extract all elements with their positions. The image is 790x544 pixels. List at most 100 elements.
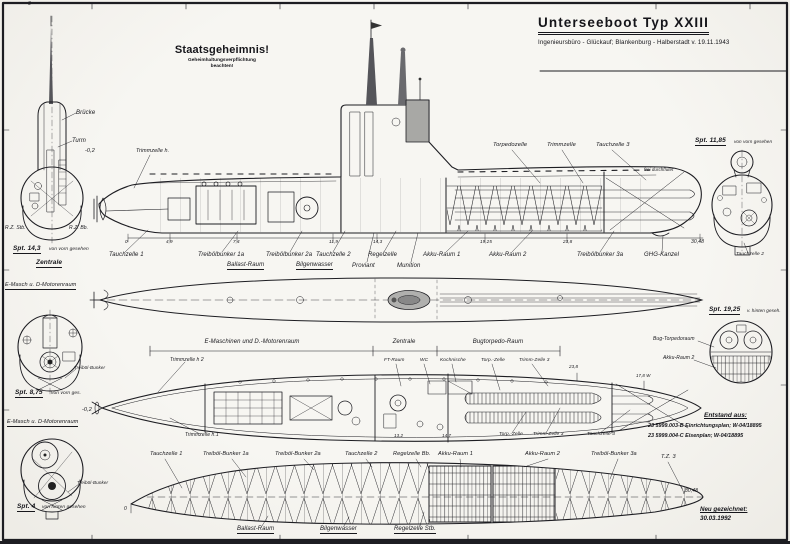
spt-11-85-caption: Spt. 11,85 (695, 137, 726, 147)
bugtorpedo-span-label: Bugtorpedo-Raum (472, 339, 524, 345)
kochnische-label: Kochnische (440, 358, 466, 363)
tauchzelle-3-label-profile: Tauchzelle 3 (596, 142, 630, 148)
provenance-heading: Entstand aus: (704, 412, 747, 419)
tauchzelle-1-label-profile: Tauchzelle 1 (109, 252, 144, 258)
akku-raum-2-label-tank: Akku-Raum 2 (525, 451, 560, 457)
dim-30-48-profile: 30,48 (691, 239, 705, 245)
drawing-subtitle: Ingenieursbüro - Glückauf; Blankenburg -… (538, 38, 730, 46)
diesel-engine (195, 185, 257, 225)
secrecy-line3: beachten! (210, 64, 234, 69)
spt-4-caption: Spt. 4 (17, 503, 36, 513)
torp-zelle-label-top: Torp.-Zelle (481, 358, 505, 363)
emasch-caption-2: E-Masch u. D-Motorenraum (7, 419, 79, 428)
dim-0-tank: 0 (124, 506, 127, 512)
station-19-25: 19,25 (480, 239, 492, 244)
regelzelle-label-profile: Regelzelle (368, 252, 398, 258)
battery-truss (447, 186, 602, 231)
trimmzelle-h-label: Trimmzelle h. (136, 148, 170, 154)
drawing-title: Unterseeboot Typ XXIII (538, 15, 709, 33)
revision-heading: Neu gezeichnet: (700, 506, 748, 513)
torpedo-tubes-profile (454, 189, 691, 221)
pressure-hull-section-c (20, 438, 84, 502)
side-elevation-view (93, 19, 704, 243)
tauchzelle-2-label-profile: Tauchzelle 2 (316, 252, 351, 258)
dim-14-7: 14,7 (442, 433, 452, 438)
snorkel-mast (398, 52, 407, 105)
cross-section-spt-11-85 (711, 149, 773, 256)
ghg-kanzel-label: GHG-Kanzel (644, 252, 680, 258)
treiboelbunker-2a-label-profile: Treibölbunker 2a (266, 252, 313, 258)
torpedo-2 (464, 411, 602, 424)
regelzelle-bb-label: Regelzelle Bb. (393, 451, 431, 457)
tauchzelle-2-label-section: Tauchzelle 2 (736, 252, 764, 257)
secrecy-line1: Staatsgeheimnis! (174, 44, 270, 56)
trimm-zelle-3-label-top: Trimm-Zelle 3 (519, 358, 550, 363)
station-23-8: 23,8 (563, 239, 573, 244)
mast-pennant (371, 22, 382, 29)
periscope-well-plan (389, 394, 407, 412)
regelzelle-stb-label: Regelzelle Stb. (394, 526, 436, 534)
bilgenwasser-label-tank: Bilgenwasser (320, 526, 357, 534)
title-block: Unterseeboot Typ XXIII Ingenieursbüro - … (538, 14, 790, 46)
treiboelbunker-1a-label-profile: Treibölbunker 1a (198, 252, 245, 258)
emasch-caption-1: E-Masch u. D-Motorenraum (5, 282, 77, 291)
propeller-profile (99, 197, 107, 221)
torpedozelle-label: Torpedozelle (493, 142, 528, 148)
mast-section (49, 26, 53, 104)
cross-section-spt-19-25 (709, 320, 773, 384)
secrecy-line2: Geheimhaltungsverpflichtung (188, 58, 256, 63)
zentrale-span-label: Zentrale (392, 339, 416, 345)
rz-stb-label: R.Z. Stb. (5, 225, 26, 231)
turm-label: Turm (72, 138, 86, 144)
pressure-hull-section-e (709, 320, 773, 384)
ballast-raum-label-profile: Ballast-Raum (227, 262, 265, 270)
ballast-raum-label-tank: Ballast-Raum (237, 526, 275, 534)
dim-13-2: 13,2 (394, 433, 404, 438)
spt-4-suffix: von hinten gesehen (42, 505, 86, 510)
torpedo-tube-stbd (743, 330, 763, 350)
torpedo-tube-port (719, 330, 739, 350)
akku-raum-1-label-profile: Akku-Raum 1 (423, 252, 461, 258)
tower-aft-step (405, 99, 430, 143)
tauchzelle-2-label-tank: Tauchzelle 2 (345, 451, 378, 457)
spt-19-25-caption: Spt. 19,25 (709, 306, 741, 316)
revision-block: Neu gezeichnet: 30.03.1992 (700, 506, 747, 522)
tauchzelle-1-label-tank: Tauchzelle 1 (150, 451, 183, 457)
bruecke-label: Brücke (76, 110, 96, 116)
dim-30-48-tank: 30,48 (685, 488, 699, 494)
treiboel-bunker-1a-label-tank: Treiböl-Bunker 1a (203, 451, 249, 457)
treiboel-bunker-callout-2: Treiböl-Bunker (77, 480, 109, 485)
stern-rudder (93, 195, 98, 223)
munition-label: Munition (397, 263, 421, 269)
dim-17-8: 17,8 W (636, 373, 651, 378)
border-index-3: 3 (28, 1, 31, 7)
battery-block-2 (492, 465, 556, 523)
interior-plan-view (91, 372, 702, 443)
ghg-dome (651, 232, 670, 237)
treiboel-bunker-callout-1: Treiböl-Bunker (74, 365, 106, 370)
treiboelbunker-3a-label-profile: Treibölbunker 3a (577, 252, 624, 258)
proviant-label: Proviant (352, 263, 375, 269)
provenance-ref-2: 23 5999.004-C Eisenplan; W-04/18895 (648, 433, 744, 439)
treiboel-bunker-2a-label-tank: Treiböl-Bunker 2a (275, 451, 321, 457)
spt-19-25-suffix: v. hinten geseh. (747, 308, 781, 313)
pressure-hull-section-d (711, 174, 773, 236)
battery-cells-section (711, 355, 771, 382)
spt-8-75-suffix: von vorn ges. (51, 391, 82, 396)
torp-zelle-label-bottom: Torp.-Zelle (499, 432, 523, 437)
torpedo-1 (464, 392, 602, 405)
spt-11-85-suffix: von vorn gesehen (734, 139, 773, 144)
dim-23-8-plan: 23,8 (569, 364, 579, 369)
interior-hull-outline (101, 374, 702, 442)
trimmzelle-h2-label: Trimmzelle h 2 (170, 357, 204, 363)
e-motor (295, 196, 319, 220)
treiboel-bunker-3a-label-tank: Treiböl-Bunker 3a (591, 451, 637, 457)
akku-raum-1-label-tank: Akku-Raum 1 (438, 451, 473, 457)
leader-lines (57, 112, 749, 527)
cross-section-spt-8-75 (17, 309, 83, 396)
provenance-block: Entstand aus: 23 5999.003-B Einrichtungs… (648, 412, 788, 439)
frei-durchflutet-label: frei durchflutet (644, 167, 674, 172)
